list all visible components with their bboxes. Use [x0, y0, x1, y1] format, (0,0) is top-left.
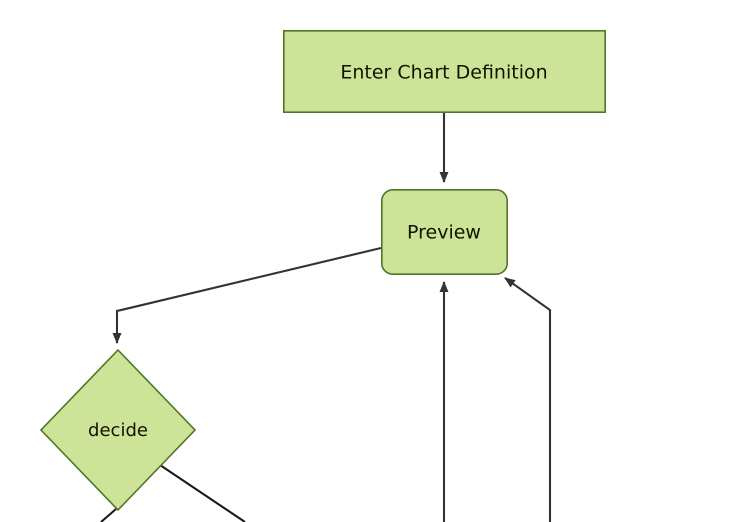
edge-decide-bottom-right: [159, 464, 246, 522]
node-enter-chart-definition[interactable]: Enter Chart Definition: [282, 29, 606, 114]
enter-chart-definition-shape[interactable]: [282, 29, 606, 114]
preview-shape[interactable]: [380, 189, 508, 276]
decide-shape[interactable]: [39, 348, 197, 512]
node-preview[interactable]: Preview: [380, 189, 508, 276]
node-layer: Enter Chart Definition Preview decide: [39, 29, 606, 512]
enter-chart-definition-label: Enter Chart Definition: [340, 62, 547, 84]
node-decide[interactable]: decide: [39, 348, 197, 512]
edge-layer: [100, 113, 552, 522]
preview-label: Preview: [407, 222, 481, 244]
edge-preview-to-decide: [112, 246, 382, 344]
edge-decide-bottom-left: [100, 508, 117, 522]
edge-bottom-right-to-preview: [504, 277, 552, 522]
decide-label: decide: [88, 420, 148, 441]
